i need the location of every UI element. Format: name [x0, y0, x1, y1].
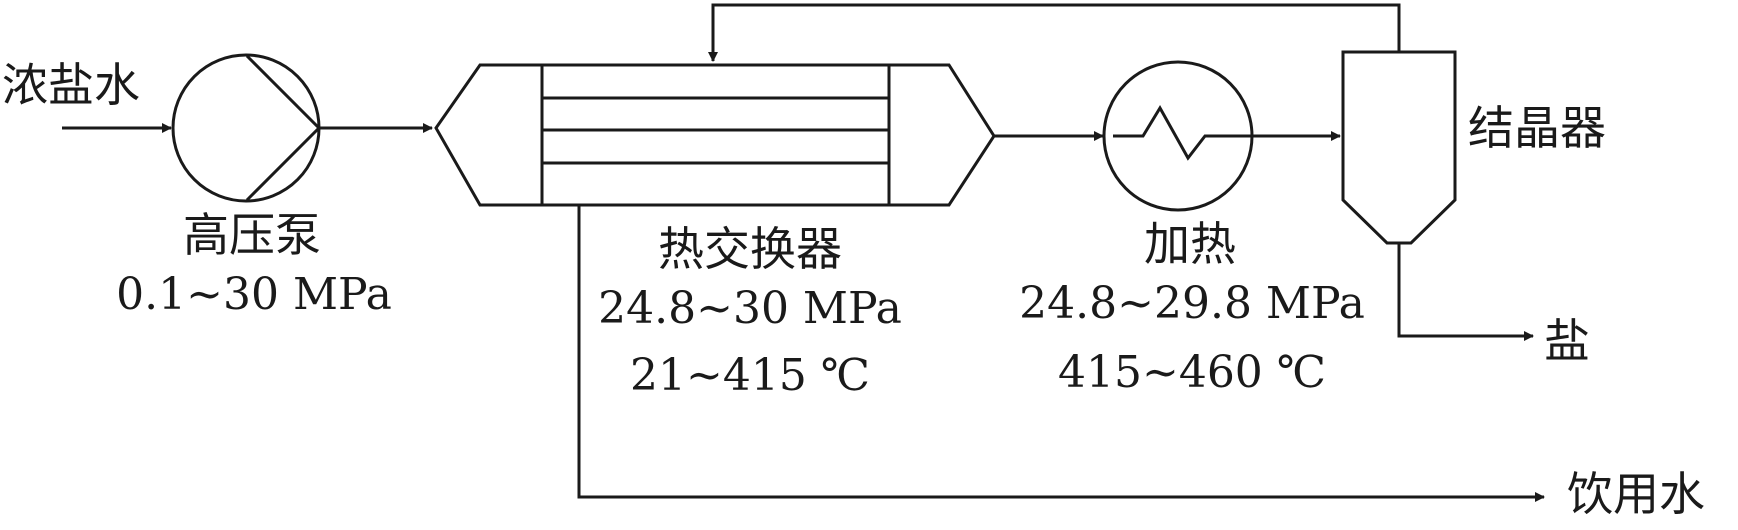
pump-label: 高压泵	[183, 208, 321, 262]
salt-outlet-line	[1397, 243, 1534, 341]
heat-exchanger-label: 热交换器	[658, 222, 842, 276]
recycle-line	[708, 3, 1401, 62]
high-pressure-pump	[171, 53, 321, 203]
heater-temperature-label: 415~460 ℃	[1058, 347, 1326, 398]
heat-exchanger	[434, 63, 996, 207]
drinking-water-label: 饮用水	[1567, 467, 1705, 521]
heater-label: 加热	[1144, 217, 1236, 271]
crystallizer-label: 结晶器	[1468, 101, 1606, 155]
brine-label: 浓盐水	[2, 58, 140, 112]
pump-pressure-label: 0.1~30 MPa	[116, 269, 392, 320]
crystallizer	[1341, 50, 1457, 245]
salt-label: 盐	[1544, 314, 1590, 368]
hx-temperature-label: 21~415 ℃	[630, 350, 870, 401]
heater-pressure-label: 24.8~29.8 MPa	[1019, 278, 1365, 329]
drinking-water-line	[577, 205, 1545, 502]
heater	[1102, 60, 1254, 212]
hx-pressure-label: 24.8~30 MPa	[598, 283, 902, 334]
